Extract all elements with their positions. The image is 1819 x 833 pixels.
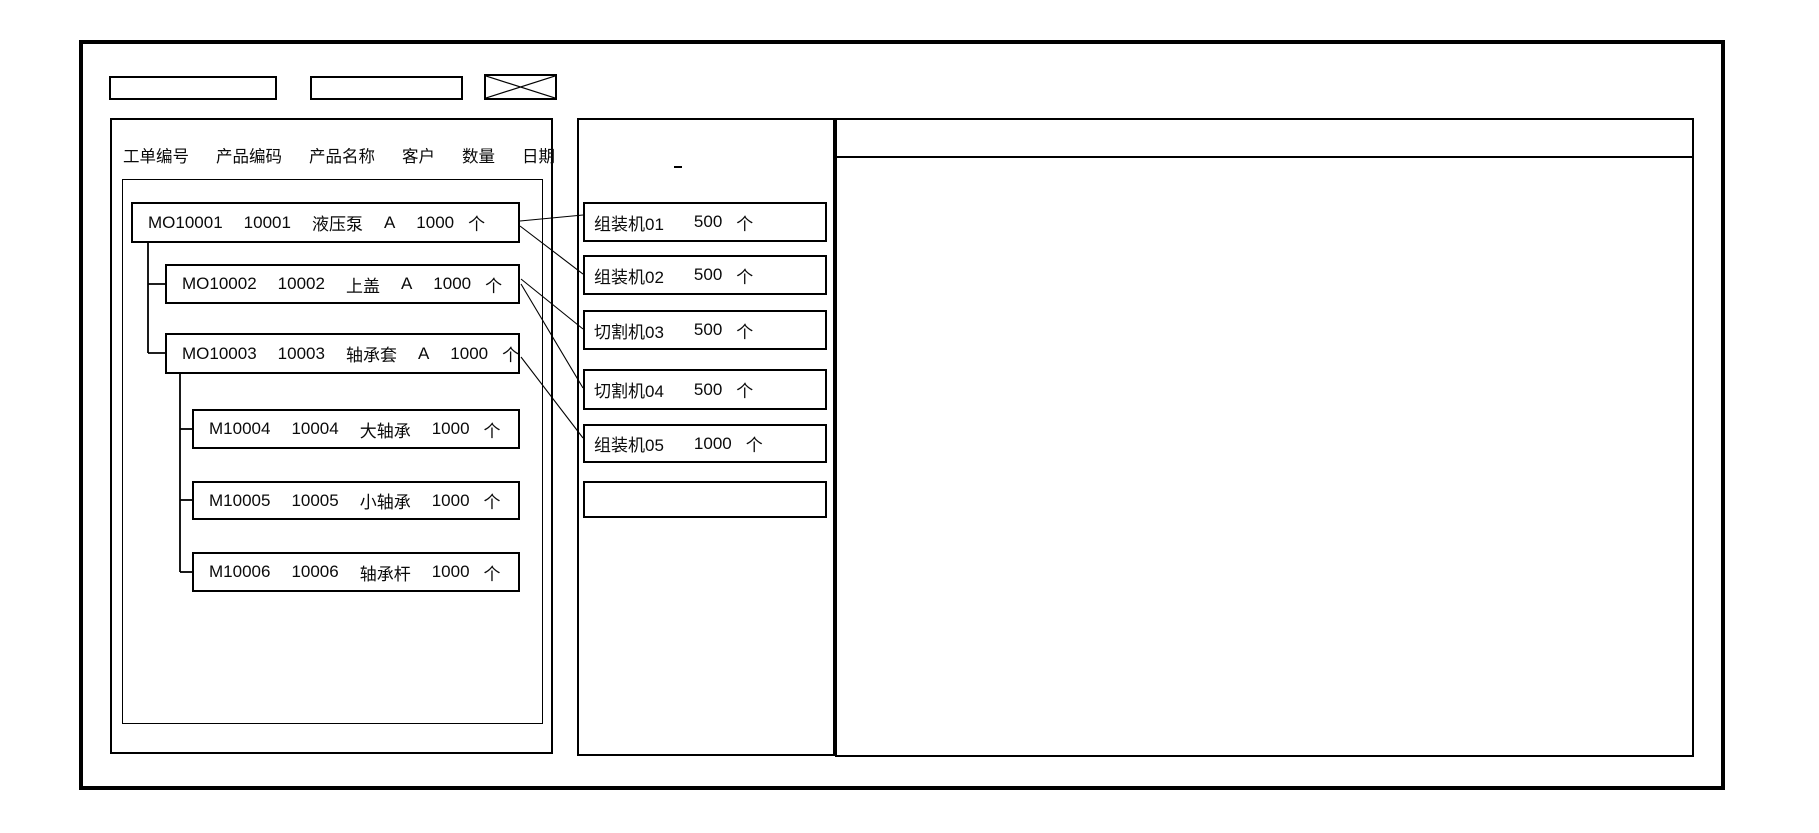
col-header-order-no: 工单编号 [123,148,189,166]
machine-name: 组装机05 [594,436,664,455]
machine-unit: 个 [736,382,754,401]
machine-slot-03[interactable]: 切割机03 500 个 [583,310,827,350]
order-code: 10006 [291,562,339,581]
machine-unit: 个 [736,322,754,342]
machine-qty: 500 [693,320,723,339]
machine-qty: 500 [693,265,723,284]
col-header-date: 日期 [522,148,555,166]
order-product: 轴承套 [345,346,397,365]
order-product: 小轴承 [359,493,411,512]
col-header-product-name: 产品名称 [309,148,375,166]
machine-name: 组装机01 [594,214,664,234]
order-id: M10005 [209,490,271,510]
work-order-MO10003[interactable]: MO10003 10003 轴承套 A 1000 个 [165,333,520,374]
machine-qty: 500 [693,379,723,399]
machine-name: 组装机02 [594,267,664,287]
work-order-M10006[interactable]: M10006 10006 轴承杆 1000 个 [192,552,520,592]
work-order-M10004[interactable]: M10004 10004 大轴承 1000 个 [192,409,520,449]
order-id: MO10002 [182,274,257,293]
machine-slot-02[interactable]: 组装机02 500 个 [583,255,827,295]
order-qty: 1000 [431,562,470,581]
order-id: MO10001 [148,212,223,232]
order-unit: 个 [468,215,486,234]
order-product: 上盖 [345,276,380,296]
order-customer: A [400,274,413,293]
machine-unit: 个 [736,214,754,234]
machine-qty: 1000 [693,433,732,453]
close-image-placeholder-icon[interactable] [484,74,557,100]
machine-slot-04[interactable]: 切割机04 500 个 [583,369,827,410]
order-id: M10006 [209,562,271,581]
col-header-product-code: 产品编码 [216,148,282,166]
work-order-MO10002[interactable]: MO10002 10002 上盖 A 1000 个 [165,264,520,304]
order-id: MO10003 [182,343,257,363]
order-qty: 1000 [431,490,470,510]
order-code: 10005 [291,490,339,510]
machine-unit: 个 [745,436,763,455]
order-product: 大轴承 [359,421,411,441]
machine-slot-01[interactable]: 组装机01 500 个 [583,202,827,242]
work-order-M10005[interactable]: M10005 10005 小轴承 1000 个 [192,481,520,520]
order-unit: 个 [483,493,501,512]
column-header-row: 工单编号 产品编码 产品名称 客户 数量 日期 [123,147,555,167]
order-code: 10003 [277,343,325,363]
schedule-panel [835,118,1694,757]
machine-unit: 个 [736,267,754,287]
order-customer: A [417,343,430,363]
order-product: 轴承杆 [359,564,411,584]
order-product: 液压泵 [311,215,363,234]
order-code: 10002 [277,274,325,293]
machine-name: 切割机04 [594,382,664,401]
stray-dash-mark [674,166,682,168]
schedule-header-divider [835,156,1694,158]
order-unit: 个 [502,346,520,365]
order-qty: 1000 [433,274,472,293]
order-code: 10001 [243,212,291,232]
machine-slot-empty[interactable] [583,481,827,518]
order-id: M10004 [209,419,271,438]
order-qty: 1000 [416,212,455,232]
machine-slot-05[interactable]: 组装机05 1000 个 [583,424,827,463]
order-unit: 个 [483,421,501,441]
col-header-qty: 数量 [462,148,495,166]
order-qty: 1000 [431,419,470,438]
toolbar-field-1[interactable] [109,76,277,100]
work-order-MO10001[interactable]: MO10001 10001 液压泵 A 1000 个 [131,202,520,243]
machine-name: 切割机03 [594,322,664,342]
order-code: 10004 [291,419,339,438]
order-tree-container [122,179,543,724]
machine-qty: 500 [693,212,723,231]
toolbar-field-2[interactable] [310,76,463,100]
order-qty: 1000 [450,343,489,363]
order-unit: 个 [485,276,503,296]
order-customer: A [383,212,396,232]
col-header-customer: 客户 [402,148,435,166]
order-unit: 个 [483,564,501,584]
